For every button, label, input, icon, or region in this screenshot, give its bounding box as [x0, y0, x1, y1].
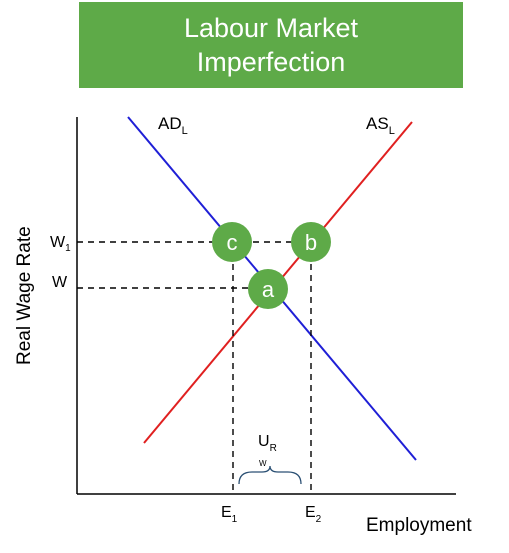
e1-label: E1: [221, 504, 238, 525]
point-a-label: a: [262, 277, 275, 302]
demand-curve-label: ADL: [158, 114, 188, 137]
y-axis-label: Real Wage Rate: [14, 226, 35, 365]
point-a: a: [248, 269, 288, 309]
x-axis-label: Employment: [366, 515, 472, 536]
title-line-2: Imperfection: [196, 47, 346, 77]
unemployment-label: UR: [258, 433, 277, 454]
title-line-1: Labour Market: [183, 13, 359, 43]
point-b: b: [291, 222, 331, 262]
point-b-label: b: [305, 230, 317, 255]
e2-label: E2: [305, 504, 322, 525]
unemployment-brace: [238, 465, 302, 485]
w-label: W: [52, 274, 68, 291]
unemployment-small-label: W: [259, 459, 267, 468]
w1-label: W1: [50, 234, 71, 254]
point-c-label: c: [227, 230, 238, 255]
title-banner: Labour Market Imperfection: [79, 2, 463, 88]
point-c: c: [212, 222, 252, 262]
supply-curve-label: ASL: [366, 114, 395, 137]
